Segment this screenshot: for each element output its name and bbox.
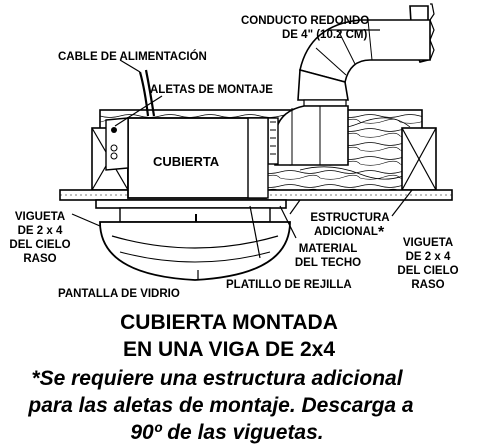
caption-note-line2: para las aletas de montaje. Descarga a [27, 394, 414, 417]
label-right-joist-1: VIGUETA [403, 237, 453, 249]
label-left-joist-2: DE 2 x 4 [18, 225, 63, 237]
caption-note-line1: *Se requiere una estructura adicional [31, 367, 403, 390]
label-duct-line1: CONDUCTO REDONDO [241, 15, 369, 27]
caption-note-line3: 90º de las viguetas. [130, 421, 323, 444]
leader-lines [71, 29, 413, 280]
label-left-joist-4: RASO [23, 253, 56, 265]
label-glass-shade: PANTALLA DE VIDRIO [58, 288, 180, 300]
label-structure-1: ESTRUCTURA [310, 212, 389, 224]
label-ceiling-2: DEL TECHO [295, 257, 361, 269]
power-cable-inner [144, 69, 156, 117]
round-duct [267, 3, 435, 166]
housing-box [105, 117, 269, 199]
label-housing: CUBIERTA [153, 154, 220, 169]
glass-shade [99, 221, 291, 281]
right-joist [401, 127, 437, 191]
label-mounting-fins: ALETAS DE MONTAJE [150, 84, 273, 96]
label-duct-line2: DE 4" (10.2 CM) [282, 29, 368, 41]
label-structure-2: ADICIONAL [314, 226, 378, 238]
label-ceiling-1: MATERIAL [299, 243, 358, 255]
label-left-joist-3: DEL CIELO [9, 239, 70, 251]
label-asterisk: * [378, 224, 385, 241]
label-power-cable: CABLE DE ALIMENTACIÓN [58, 50, 207, 63]
label-right-joist-2: DE 2 x 4 [406, 251, 451, 263]
label-right-joist-4: RASO [411, 279, 444, 291]
grille-plate [95, 199, 287, 223]
caption-title-line2: EN UNA VIGA DE 2x4 [123, 338, 335, 361]
label-grille-plate: PLATILLO DE REJILLA [226, 279, 352, 291]
power-cable [138, 71, 150, 117]
label-left-joist-1: VIGUETA [15, 211, 65, 223]
label-right-joist-3: DEL CIELO [397, 265, 458, 277]
caption-title-line1: CUBIERTA MONTADA [120, 311, 338, 334]
